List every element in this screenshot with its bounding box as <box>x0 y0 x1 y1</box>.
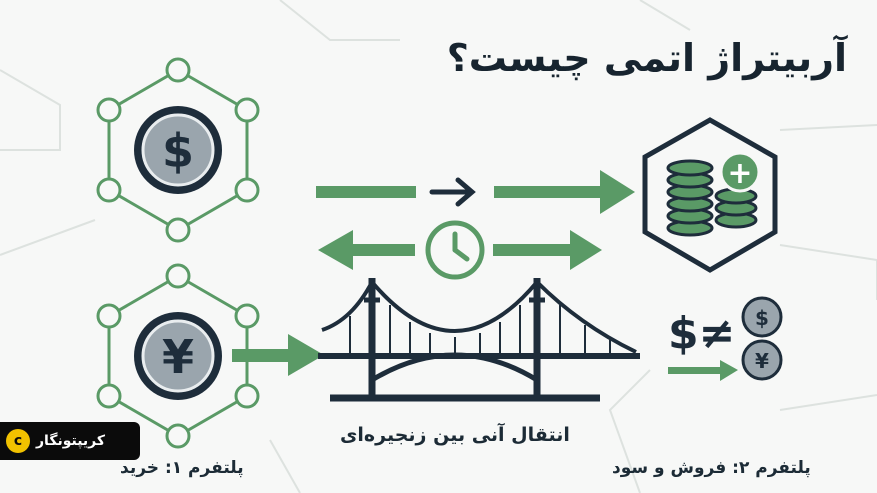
small-dollar-coin-icon <box>741 296 783 338</box>
transfer-arrow-bidirectional <box>318 230 602 270</box>
small-dollar-symbol: $ <box>755 306 769 330</box>
coin-stack-plus-icon <box>666 151 761 237</box>
transfer-arrow-top <box>316 170 635 214</box>
page-title: آربیتراژ اتمی چیست؟ <box>446 36 847 80</box>
small-coins <box>741 296 783 381</box>
small-yen-symbol: ¥ <box>755 349 769 373</box>
coin-stack-hexagon-node <box>642 117 778 273</box>
dollar-not-equal-icon: $≠ <box>668 308 735 359</box>
bridge-caption: انتقال آنی بین زنجیره‌ای <box>340 424 570 446</box>
watermark-logo: c کریپتونگار <box>0 422 140 460</box>
profit-arrow <box>668 360 738 381</box>
yen-symbol: ¥ <box>162 330 194 384</box>
plus-symbol: + <box>727 156 752 191</box>
suspension-bridge-icon <box>318 278 640 402</box>
platform-buy-caption: پلتفرم ۱: خرید <box>120 458 244 478</box>
yen-hexagon-node <box>96 263 260 449</box>
platform-sell-caption: پلتفرم ۲: فروش و سود <box>612 458 811 478</box>
logo-mark-icon: c <box>6 429 30 453</box>
dollar-coin-icon <box>134 106 222 194</box>
small-yen-coin-icon <box>741 339 783 381</box>
dollar-hexagon-node <box>96 57 260 243</box>
logo-text: کریپتونگار <box>36 433 106 449</box>
yen-to-bridge-arrow <box>232 334 324 376</box>
yen-coin-icon <box>134 312 222 400</box>
clock-icon <box>425 220 485 280</box>
dollar-symbol: $ <box>162 124 194 178</box>
